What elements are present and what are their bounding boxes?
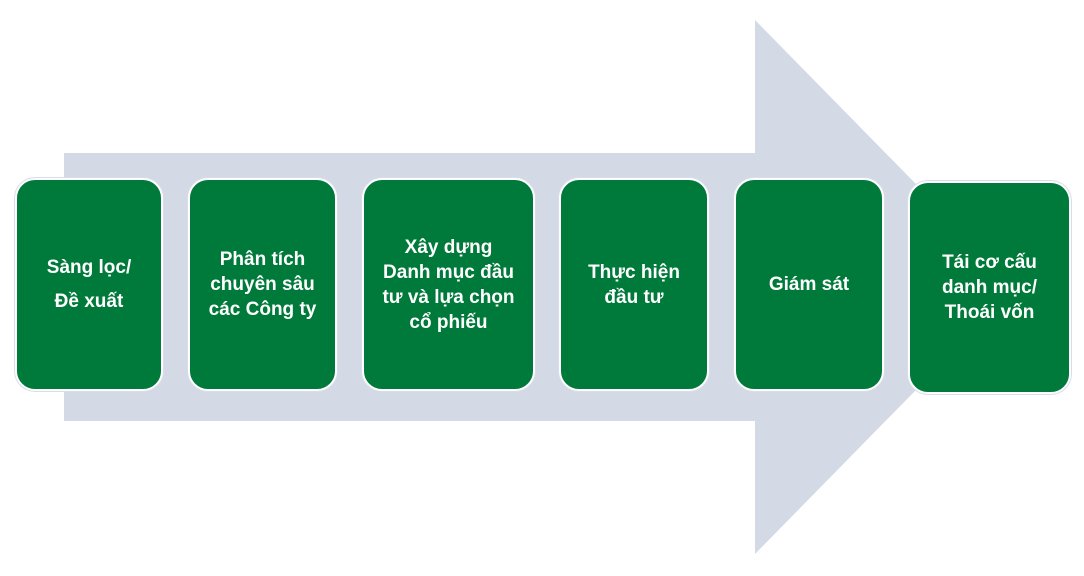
step-restructuring-divestment: Tái cơ cấu danh mục/ Thoái vốn bbox=[908, 181, 1071, 394]
step-investment-execution: Thực hiện đầu tư bbox=[559, 178, 709, 391]
step-company-analysis: Phân tích chuyên sâu các Công ty bbox=[188, 178, 337, 391]
step-restructuring-divestment-label: Tái cơ cấu danh mục/ Thoái vốn bbox=[941, 252, 1037, 323]
step-company-analysis-label: Phân tích chuyên sâu các Công ty bbox=[208, 249, 317, 320]
step-portfolio-construction-label: Xây dựng Danh mục đầu tư và lựa chọn cổ … bbox=[382, 236, 515, 333]
step-screening-label: Sàng lọc/ Đề xuất bbox=[46, 256, 132, 312]
step-investment-execution-label: Thực hiện đầu tư bbox=[588, 261, 680, 308]
step-monitoring: Giám sát bbox=[734, 178, 884, 391]
step-screening: Sàng lọc/ Đề xuất bbox=[15, 178, 163, 391]
step-monitoring-label: Giám sát bbox=[768, 274, 850, 295]
step-portfolio-construction: Xây dựng Danh mục đầu tư và lựa chọn cổ … bbox=[362, 178, 535, 391]
arrow-shape bbox=[64, 20, 1017, 554]
